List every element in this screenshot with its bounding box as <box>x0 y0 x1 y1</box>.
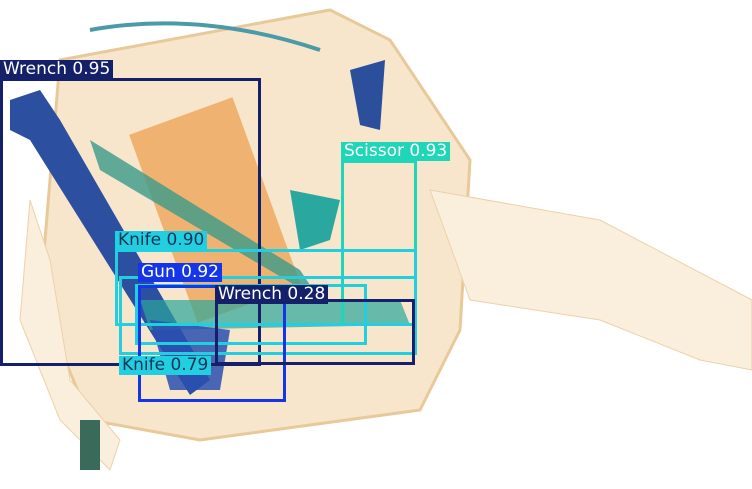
label-wrench-1: Wrench 0.95 <box>0 60 114 79</box>
label-knife-2: Knife 0.79 <box>119 356 212 375</box>
label-wrench-2: Wrench 0.28 <box>215 285 329 304</box>
detection-box-gun <box>138 285 286 402</box>
label-knife-1: Knife 0.90 <box>115 231 208 250</box>
label-gun: Gun 0.92 <box>138 263 222 282</box>
label-scissor: Scissor 0.93 <box>341 142 451 161</box>
detection-box-knife-2 <box>119 276 417 355</box>
detection-box-wrench-2 <box>215 299 415 365</box>
